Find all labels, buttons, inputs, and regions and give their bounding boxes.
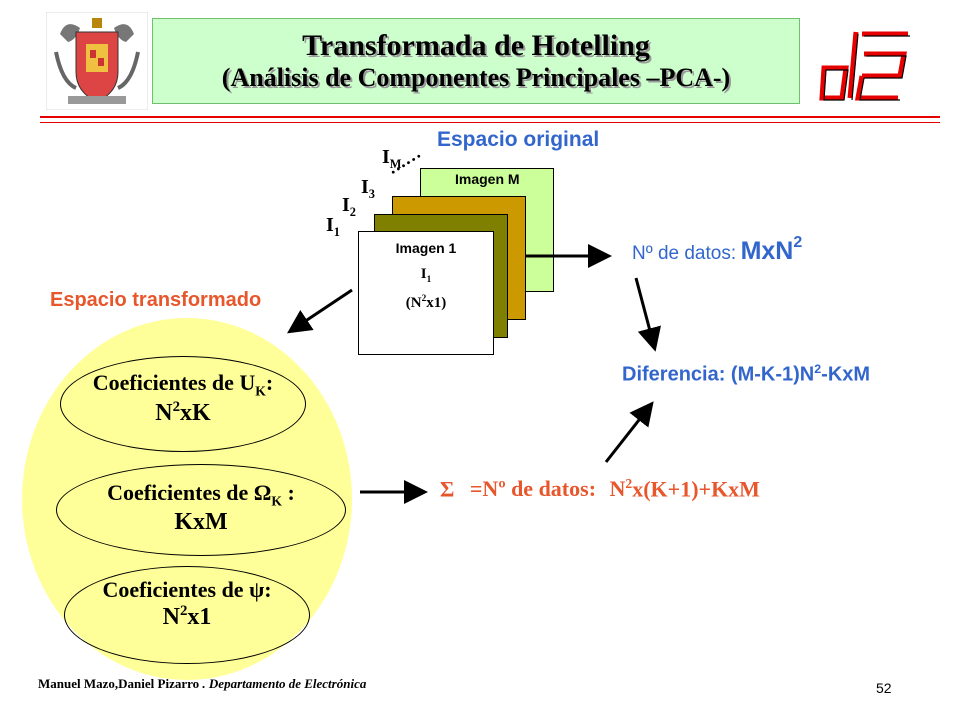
image-1-label: Imagen 1 bbox=[395, 240, 457, 256]
title-banner: Transformada de Hotelling (Análisis de C… bbox=[152, 18, 800, 104]
transformed-space-label: Espacio transformado bbox=[50, 289, 262, 311]
university-crest bbox=[45, 11, 149, 111]
department-logo bbox=[816, 24, 916, 106]
image-1-dims: (N2x1) bbox=[405, 294, 447, 311]
difference-label: Diferencia: (M-K-1)N2-KxM bbox=[622, 362, 871, 386]
arrow-to-difference-bottom bbox=[604, 401, 654, 463]
page-number: 52 bbox=[876, 680, 892, 696]
sum-total-label: Σ =Nº de datos: N2x(K+1)+KxM bbox=[440, 476, 760, 502]
coef-omega-label: Coeficientes de ΩK : KxM bbox=[107, 480, 295, 536]
title-line-2: (Análisis de Componentes Principales –PC… bbox=[221, 63, 731, 92]
sum-icon: Σ bbox=[440, 476, 455, 502]
stack-label-i1: I1 bbox=[326, 214, 340, 239]
arrow-to-difference-top bbox=[634, 277, 661, 352]
coef-ellipse-u bbox=[60, 356, 306, 452]
footer-authors: Manuel Mazo,Daniel Pizarro . Departament… bbox=[38, 676, 367, 691]
original-space-label: Espacio original bbox=[437, 128, 600, 151]
num-data-original: Nº de datos: MxN2 bbox=[632, 234, 803, 265]
arrow-to-transformed bbox=[287, 288, 353, 334]
image-m-label: Imagen M bbox=[455, 171, 520, 187]
coef-ellipse-psi bbox=[64, 566, 310, 664]
coef-u-label: Coeficientes de UK: N2xK bbox=[92, 370, 274, 427]
coef-ellipse-omega bbox=[56, 464, 346, 556]
coef-psi-label: Coeficientes de ψ: N2x1 bbox=[102, 577, 272, 630]
dep-logo-icon bbox=[819, 31, 910, 101]
image-1-symbol: I1 bbox=[420, 266, 432, 285]
stack-label-i3: I3 bbox=[361, 176, 375, 201]
stack-label-im: IM bbox=[382, 146, 402, 171]
header-divider bbox=[40, 116, 940, 123]
crest-icon bbox=[45, 11, 149, 111]
image-1: Imagen 1 I1 (N2x1) bbox=[358, 231, 494, 355]
stack-label-i2: I2 bbox=[342, 194, 356, 219]
title-line-1: Transformada de Hotelling bbox=[302, 29, 650, 62]
